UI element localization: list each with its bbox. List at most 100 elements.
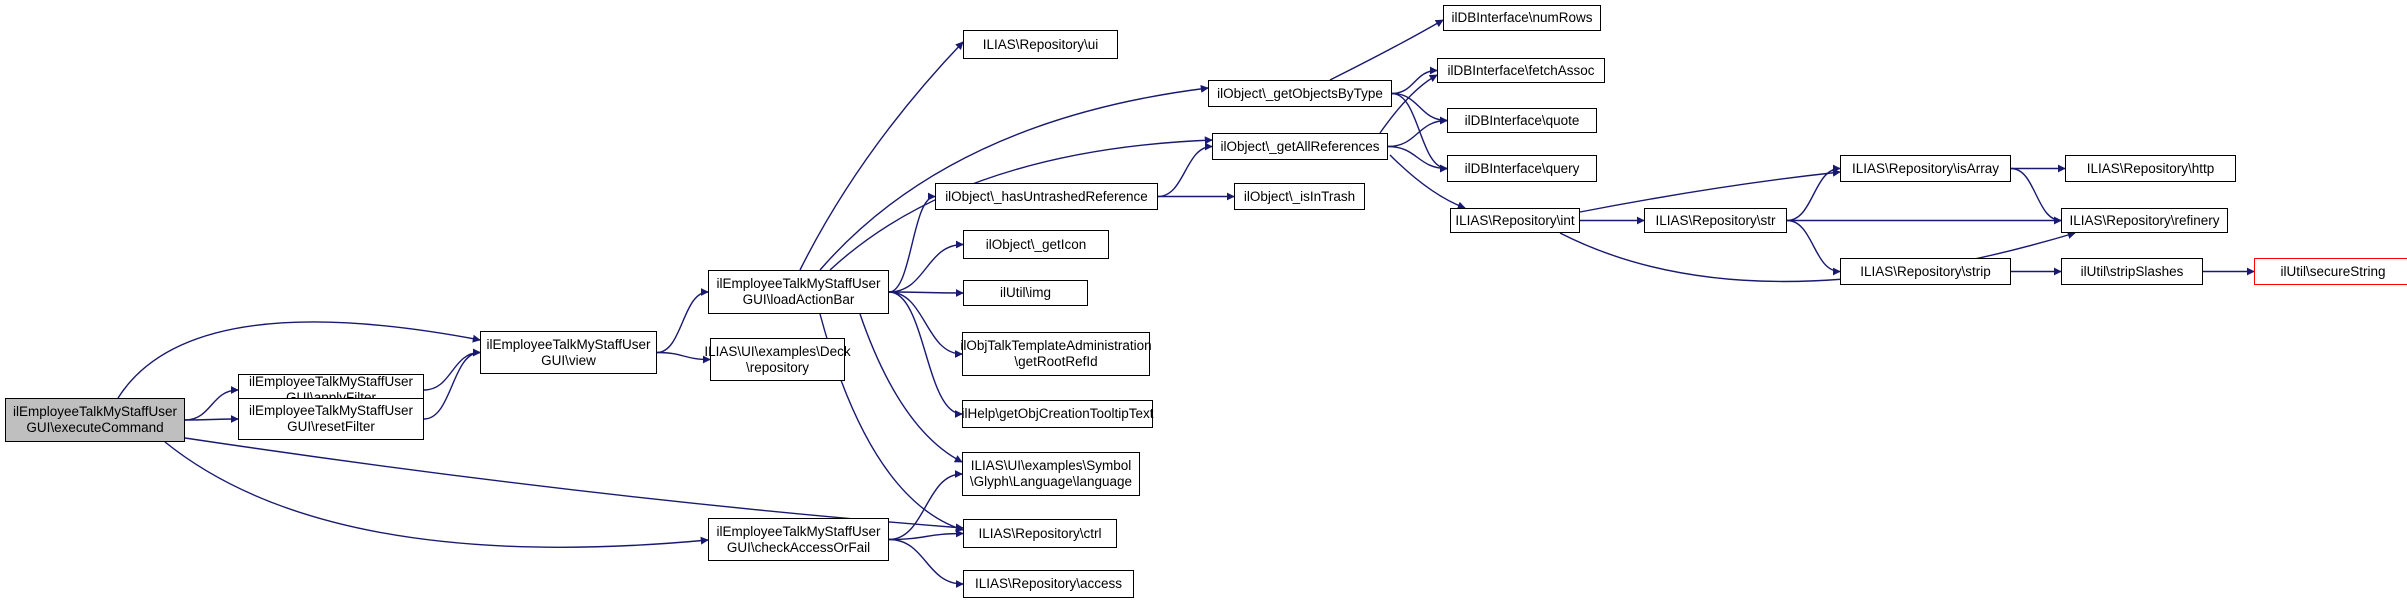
node-label: ilUtil\img bbox=[999, 285, 1051, 300]
call-edge bbox=[888, 291, 963, 418]
graph-node-get-icon[interactable]: ilObject\_getIcon bbox=[963, 230, 1109, 259]
node-label: \repository bbox=[745, 359, 810, 375]
call-edge bbox=[1379, 74, 1438, 134]
graph-node-has-untrashed[interactable]: ilObject\_hasUntrashedReference bbox=[935, 183, 1158, 210]
call-edge bbox=[1786, 219, 1841, 276]
graph-node-query[interactable]: ilDBInterface\query bbox=[1447, 155, 1597, 182]
node-label: ilDBInterface\numRows bbox=[1451, 10, 1593, 25]
node-label: GUI\checkAccessOrFail bbox=[726, 539, 871, 555]
node-label: GUI\resetFilter bbox=[287, 419, 375, 434]
call-edge bbox=[888, 192, 936, 293]
call-edge bbox=[829, 136, 1213, 271]
node-label: ilObject\_isInTrash bbox=[1243, 188, 1356, 204]
call-edge bbox=[1389, 154, 1466, 210]
node-label: ilEmployeeTalkMyStaffUser bbox=[486, 336, 651, 352]
graph-node-repo-access[interactable]: ILIAS\Repository\access bbox=[963, 570, 1134, 598]
graph-node-deck-repo[interactable]: ILIAS\UI\examples\Deck\repository bbox=[704, 338, 851, 381]
call-edge bbox=[184, 437, 964, 532]
call-edge bbox=[1157, 142, 1213, 198]
node-label: ILIAS\UI\examples\Deck bbox=[704, 343, 851, 359]
call-edge bbox=[859, 313, 963, 463]
node-label: ILIAS\Repository\access bbox=[974, 576, 1123, 591]
graph-node-symbol-lang[interactable]: ILIAS\UI\examples\Symbol\Glyph\Language\… bbox=[962, 452, 1140, 496]
node-label: ilEmployeeTalkMyStaffUser bbox=[12, 404, 178, 419]
node-label: ILIAS\Repository\http bbox=[2086, 160, 2215, 176]
call-edge bbox=[888, 291, 963, 358]
graph-node-repo-ctrl[interactable]: ILIAS\Repository\ctrl bbox=[963, 519, 1117, 548]
graph-node-is-in-trash[interactable]: ilObject\_isInTrash bbox=[1234, 183, 1365, 210]
node-label: ILIAS\Repository\int bbox=[1455, 212, 1575, 228]
node-label: ilObject\_hasUntrashedReference bbox=[945, 188, 1148, 204]
graph-node-repo-str[interactable]: ILIAS\Repository\str bbox=[1644, 208, 1787, 233]
node-label: \getRootRefId bbox=[1014, 354, 1098, 369]
node-label: ilEmployeeTalkMyStaffUser bbox=[248, 403, 414, 418]
call-edge bbox=[184, 415, 239, 424]
node-label: ILIAS\Repository\refinery bbox=[2069, 212, 2220, 228]
graph-node-repo-http[interactable]: ILIAS\Repository\http bbox=[2065, 155, 2236, 182]
call-edge bbox=[888, 240, 964, 293]
node-label: ilEmployeeTalkMyStaffUser bbox=[716, 523, 881, 539]
node-label: ilHelp\getObjCreationTooltipText bbox=[961, 406, 1154, 421]
node-label: ILIAS\Repository\ctrl bbox=[978, 525, 1102, 541]
call-edge bbox=[117, 321, 481, 399]
node-label: GUI\view bbox=[541, 352, 596, 368]
node-label: ilDBInterface\query bbox=[1464, 160, 1580, 176]
graph-node-fetch-assoc[interactable]: ilDBInterface\fetchAssoc bbox=[1437, 58, 1605, 83]
node-label: ilEmployeeTalkMyStaffUser bbox=[248, 374, 414, 389]
graph-node-repo-ui[interactable]: ILIAS\Repository\ui bbox=[963, 30, 1118, 59]
call-edge bbox=[888, 538, 964, 588]
node-label: ilEmployeeTalkMyStaffUser bbox=[716, 276, 881, 291]
call-edge bbox=[888, 470, 963, 541]
node-label: ilDBInterface\quote bbox=[1464, 112, 1580, 128]
node-label: ilDBInterface\fetchAssoc bbox=[1447, 62, 1595, 78]
call-edge bbox=[1579, 168, 1841, 213]
graph-node-get-all-refs[interactable]: ilObject\_getAllReferences bbox=[1212, 133, 1388, 160]
call-edge bbox=[656, 351, 711, 364]
node-label: ILIAS\Repository\str bbox=[1655, 212, 1776, 228]
node-label: ilObject\_getObjectsByType bbox=[1217, 85, 1383, 101]
call-edge bbox=[164, 441, 709, 548]
call-edge bbox=[888, 288, 964, 297]
node-label: ILIAS\UI\examples\Symbol bbox=[970, 458, 1132, 473]
graph-node-util-img[interactable]: ilUtil\img bbox=[963, 280, 1088, 306]
call-edge bbox=[2010, 167, 2062, 225]
call-edge bbox=[1329, 19, 1444, 81]
graph-node-repo-int[interactable]: ILIAS\Repository\int bbox=[1450, 208, 1580, 233]
node-label: ilUtil\stripSlashes bbox=[2080, 263, 2184, 279]
graph-node-tooltip[interactable]: ilHelp\getObjCreationTooltipText bbox=[961, 400, 1154, 428]
node-label: ILIAS\Repository\strip bbox=[1860, 263, 1991, 279]
call-edge bbox=[819, 84, 1209, 271]
call-edge bbox=[184, 386, 239, 421]
graph-node-repo-refinery[interactable]: ILIAS\Repository\refinery bbox=[2061, 208, 2228, 233]
graph-node-secure-string[interactable]: ilUtil\secureString bbox=[2254, 258, 2407, 285]
node-label: ILIAS\Repository\isArray bbox=[1851, 160, 2000, 176]
node-label: ILIAS\Repository\ui bbox=[982, 36, 1099, 52]
node-label: ilObject\_getAllReferences bbox=[1220, 138, 1380, 154]
node-label: GUI\loadActionBar bbox=[742, 292, 855, 307]
graph-node-get-objects-by-type[interactable]: ilObject\_getObjectsByType bbox=[1208, 80, 1392, 107]
node-label: ilObjTalkTemplateAdministration bbox=[960, 338, 1152, 353]
call-edge bbox=[1391, 92, 1448, 125]
graph-node-strip-slashes[interactable]: ilUtil\stripSlashes bbox=[2061, 258, 2203, 285]
node-label: GUI\executeCommand bbox=[26, 420, 164, 435]
graph-node-repo-strip[interactable]: ILIAS\Repository\strip bbox=[1840, 258, 2011, 285]
graph-node-num-rows[interactable]: ilDBInterface\numRows bbox=[1443, 5, 1601, 31]
graph-node-repo-is-array[interactable]: ILIAS\Repository\isArray bbox=[1840, 155, 2011, 182]
call-edge bbox=[423, 348, 481, 391]
call-edge bbox=[656, 288, 709, 354]
node-label: ilObject\_getIcon bbox=[985, 236, 1087, 252]
call-edge bbox=[423, 348, 481, 420]
node-label: ilUtil\secureString bbox=[2280, 263, 2386, 279]
call-edge bbox=[888, 529, 964, 541]
call-edge bbox=[799, 41, 964, 271]
call-edge bbox=[1391, 66, 1438, 95]
call-edge bbox=[1387, 145, 1448, 173]
graph-node-quote[interactable]: ilDBInterface\quote bbox=[1447, 108, 1597, 133]
graph-node-get-root-ref-id[interactable]: ilObjTalkTemplateAdministration\getRootR… bbox=[960, 332, 1152, 376]
